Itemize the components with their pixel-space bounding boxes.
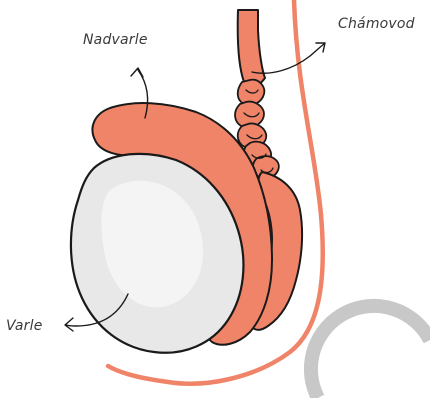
watermark-ring bbox=[311, 306, 430, 398]
epididymis-label: Nadvarle bbox=[83, 32, 148, 48]
testis-arrowhead bbox=[65, 318, 73, 331]
vas-deferens-label: Chámovod bbox=[338, 16, 415, 32]
testis-label: Varle bbox=[6, 318, 43, 334]
